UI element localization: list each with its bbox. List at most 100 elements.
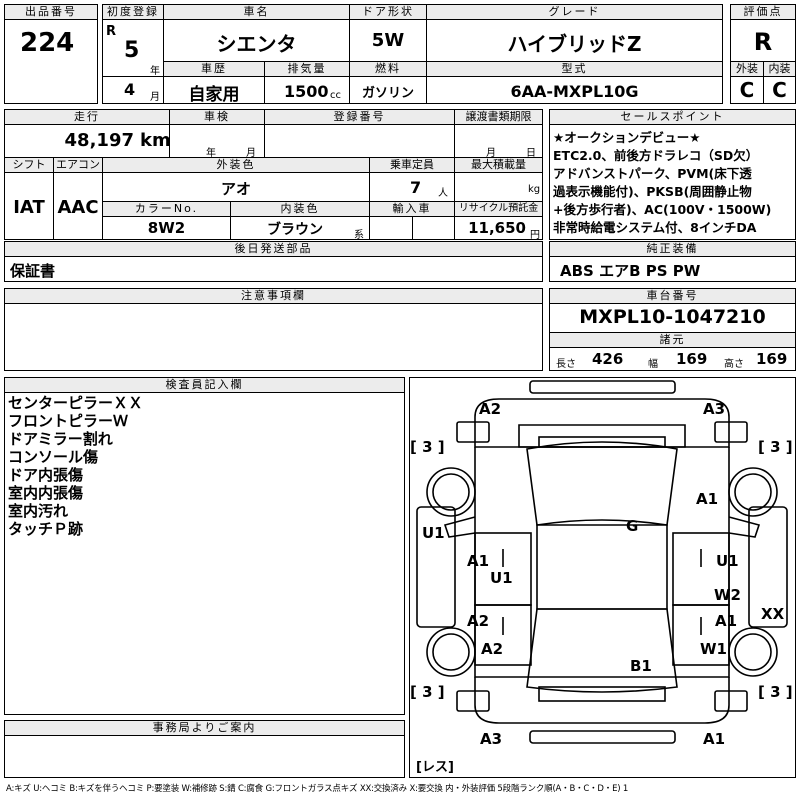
month-num: 4 <box>124 80 136 99</box>
inspector-line: 室内汚れ <box>8 502 69 520</box>
later-parts-cell <box>4 256 543 282</box>
dmg-top-right: A3 <box>703 400 726 418</box>
capacity-cell <box>369 172 455 202</box>
later-parts-value: 保証書 <box>10 262 56 280</box>
inspection-year-unit: 年 <box>206 148 216 159</box>
dmg-tire-rr: [ 3 ] <box>758 683 793 701</box>
lot-number: 224 <box>20 28 75 58</box>
mileage-cell <box>4 124 170 158</box>
mileage-unit: km <box>140 130 171 151</box>
car-name-cell <box>163 19 350 62</box>
shift-value: IAT <box>13 197 45 218</box>
dmg-glass: G <box>626 517 639 535</box>
dmg-left-rear-door: A2 <box>467 612 490 630</box>
capacity-unit: 人 <box>438 188 448 199</box>
inspector-line: コンソール傷 <box>8 448 99 466</box>
max-load-unit: kg <box>528 184 541 195</box>
inspector-line: フロントピラーＷ <box>8 412 129 430</box>
dmg-left-fender: U1 <box>422 524 445 542</box>
legend: A:キズ U:ヘコミ B:キズを伴うヘコミ P:要塗装 W:補修跡 S:錆 C:… <box>6 784 629 794</box>
int-color-value: ブラウン <box>267 222 323 238</box>
sales-title: セールスポイント <box>549 109 796 125</box>
displacement-label: 排気量 <box>264 61 350 77</box>
lot-label: 出品番号 <box>4 4 98 20</box>
inspector-line: ドア内張傷 <box>8 466 84 484</box>
int-score-cell <box>763 76 796 104</box>
year-num: 5 <box>124 38 140 63</box>
notes-box <box>4 303 543 371</box>
door-cell <box>349 19 427 62</box>
equipment-title: 純正装備 <box>549 241 796 257</box>
lot-cell <box>4 19 98 104</box>
car-name: シエンタ <box>216 32 297 56</box>
inspector-line: タッチＰ跡 <box>8 520 84 538</box>
inspector-title: 検査員記入欄 <box>4 377 405 393</box>
car-name-label: 車名 <box>163 4 350 20</box>
recycle-value: 11,650 <box>468 219 526 237</box>
fuel-cell <box>349 76 427 104</box>
dmg-tire-fl: [ 3 ] <box>410 438 445 456</box>
height-label: 高さ <box>724 359 744 370</box>
ac-value: AAC <box>57 197 99 218</box>
chassis-box <box>549 303 796 333</box>
transfer-label: 譲渡書類期限 <box>454 109 543 125</box>
color-no-value: 8W2 <box>147 219 186 237</box>
inspector-line: 室内内張傷 <box>8 484 84 502</box>
sales-line: 過表示機能付)、PKSB(周囲静止物 <box>553 184 752 199</box>
int-score-value: C <box>772 78 787 102</box>
dmg-top-left: A2 <box>479 400 502 418</box>
sales-lines: ★オークションデビュー★ETC2.0、前後方ドラレコ（SD欠）アドバンストパーク… <box>553 129 795 237</box>
recycle-unit: 円 <box>530 230 540 241</box>
inspector-line: センターピラーＸＸ <box>8 394 144 412</box>
chassis-title: 車台番号 <box>549 288 796 304</box>
color-no-cell <box>102 216 231 240</box>
score-cell <box>730 19 796 62</box>
displacement-unit: cc <box>330 90 341 101</box>
length-value: 426 <box>592 350 624 368</box>
sales-box <box>549 124 796 240</box>
displacement-value: 1500 <box>284 82 329 101</box>
ext-score-cell <box>730 76 764 104</box>
car-diagram <box>416 380 788 744</box>
equipment-box <box>549 256 796 282</box>
width-value: 169 <box>676 350 708 368</box>
displacement-cell <box>264 76 350 104</box>
height-value: 169 <box>756 350 788 368</box>
shift-cell <box>4 172 54 240</box>
model-value: 6AA-MXPL10G <box>510 82 639 101</box>
transfer-day-unit: 日 <box>526 148 536 159</box>
sales-line: ETC2.0、前後方ドラレコ（SD欠） <box>553 148 759 163</box>
dmg-bottom-right: A1 <box>703 730 726 748</box>
month-unit: 月 <box>150 92 160 103</box>
spec-box <box>549 347 796 371</box>
inspector-box <box>4 392 405 715</box>
reg-number-cell <box>264 124 455 158</box>
door-label: ドア形状 <box>349 4 427 20</box>
era: R <box>106 24 117 39</box>
dmg-right-fender: A1 <box>696 490 719 508</box>
door-value: 5W <box>371 30 405 51</box>
dmg-left-quarter: A2 <box>481 640 504 658</box>
transfer-month-unit: 月 <box>486 148 496 159</box>
history-cell <box>163 76 265 104</box>
chassis-value: MXPL10-1047210 <box>579 306 766 328</box>
ac-label: エアコン <box>53 157 103 173</box>
inspector-line: ドアミラー割れ <box>8 430 113 448</box>
score-label: 評価点 <box>730 4 796 20</box>
shift-label: シフト <box>4 157 54 173</box>
dmg-right-front-door: U1 <box>716 552 739 570</box>
capacity-value: 7 <box>410 178 422 197</box>
dmg-right-quarter: W1 <box>700 640 727 658</box>
first-reg-cell <box>102 19 164 104</box>
inspection-month-unit: 月 <box>246 148 256 159</box>
fuel-label: 燃料 <box>349 61 427 77</box>
history-value: 自家用 <box>188 85 240 105</box>
ext-color-label: 外装色 <box>102 157 370 173</box>
mileage-value: 48,197 <box>64 130 134 151</box>
int-color-unit: 系 <box>354 230 364 241</box>
inspection-label: 車検 <box>169 109 265 125</box>
reg-number-label: 登録番号 <box>264 109 455 125</box>
grade-label: グレード <box>426 4 723 20</box>
dmg-left-front-door-a: A1 <box>467 552 490 570</box>
width-label: 幅 <box>648 359 658 370</box>
